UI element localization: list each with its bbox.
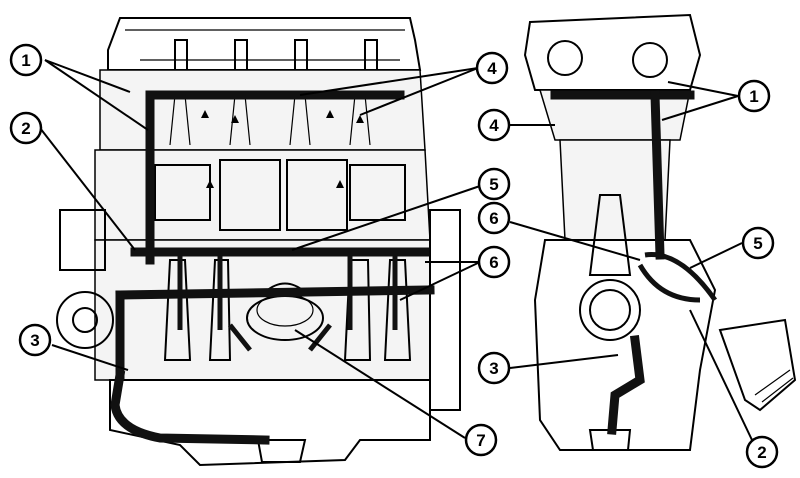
svg-text:7: 7	[476, 431, 485, 450]
svg-text:5: 5	[753, 234, 762, 253]
callout-side-2: 2	[745, 435, 779, 469]
front-engine-view	[56, 17, 461, 467]
callout-front-1: 1	[9, 43, 43, 77]
callout-front-6: 6	[477, 245, 511, 279]
oil-galleries	[110, 90, 435, 445]
oil-pan	[109, 379, 431, 467]
svg-text:3: 3	[489, 359, 498, 378]
svg-text:4: 4	[489, 116, 499, 135]
svg-text:3: 3	[30, 331, 39, 350]
svg-text:2: 2	[21, 119, 30, 138]
svg-text:4: 4	[487, 59, 497, 78]
callout-side-3: 3	[477, 351, 511, 385]
svg-text:2: 2	[757, 443, 766, 462]
svg-text:5: 5	[489, 175, 498, 194]
callout-side-4: 4	[477, 108, 511, 142]
callout-front-4: 4	[475, 51, 509, 85]
pistons	[154, 159, 406, 231]
callout-front-2: 2	[9, 111, 43, 145]
callout-side-1: 1	[737, 79, 771, 113]
side-head-cover	[523, 13, 702, 91]
svg-text:6: 6	[489, 209, 498, 228]
svg-text:6: 6	[489, 253, 498, 272]
camshaft-assembly	[140, 39, 400, 71]
oil-strainer	[256, 439, 307, 463]
callout-front-3: 3	[18, 323, 52, 357]
front-pulley	[56, 209, 114, 349]
leader-lines	[39, 59, 753, 441]
oil-flow-arrows	[201, 110, 364, 188]
side-crankcase	[533, 239, 717, 451]
svg-text:1: 1	[749, 87, 758, 106]
side-oil-galleries	[550, 90, 718, 435]
crankcase	[94, 239, 431, 381]
side-engine-view	[523, 13, 797, 451]
callout-front-5: 5	[477, 167, 511, 201]
side-oil-filter	[718, 318, 797, 412]
cylinder-block	[94, 149, 431, 241]
callout-front-7: 7	[464, 423, 498, 457]
callout-side-6: 6	[477, 201, 511, 235]
flywheel-housing	[429, 209, 461, 411]
svg-text:1: 1	[21, 51, 30, 70]
side-oil-pump	[579, 279, 641, 341]
valve-cover	[107, 17, 422, 71]
callout-side-5: 5	[741, 226, 775, 260]
